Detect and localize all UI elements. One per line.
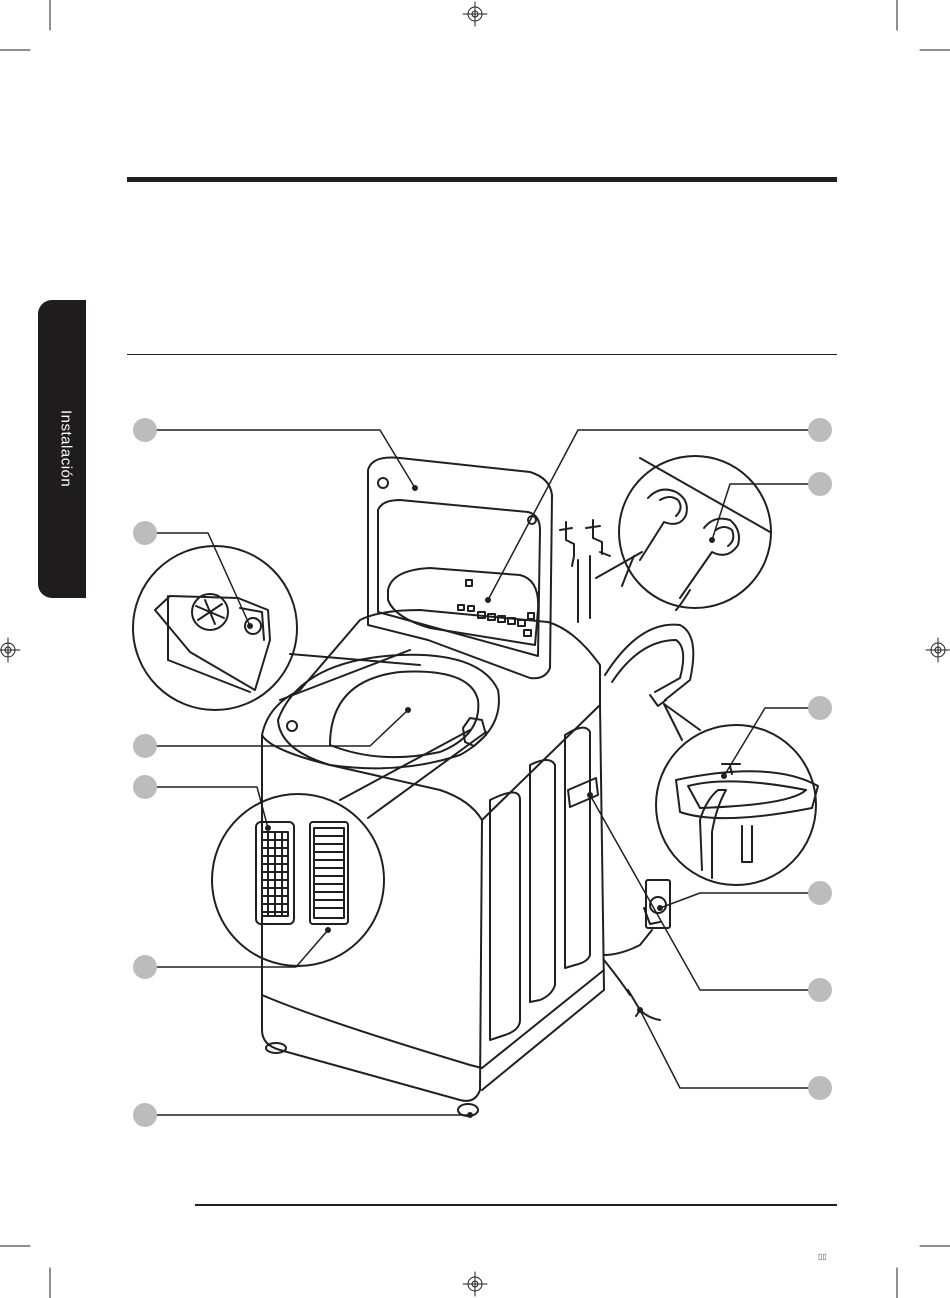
washer-lid [368,458,552,679]
callout-bubble-left-5 [133,955,157,979]
water-taps [560,520,610,622]
detail-inlet-hoses [596,456,771,610]
callout-bubble-right-5 [808,978,832,1002]
callout-bubble-left-2 [133,521,157,545]
callout-leaders [155,430,810,1115]
registration-mark-top [463,2,487,26]
registration-mark-left [0,638,20,662]
wall-outlet [644,880,670,928]
washer-tub-opening [278,655,499,769]
callout-bubble-right-4 [808,881,832,905]
callout-bubble-right-3 [808,696,832,720]
callout-bubble-left-4 [133,775,157,799]
callout-dots [247,485,727,1118]
callout-bubble-right-1 [808,418,832,442]
callout-bubble-right-6 [808,1076,832,1100]
detail-sink [656,704,818,885]
detail-filters [212,730,486,966]
registration-mark-right [926,638,950,662]
callout-bubble-left-3 [133,734,157,758]
callout-bubble-left-6 [133,1103,157,1127]
registration-mark-bottom [463,1272,487,1296]
callout-bubble-left-1 [133,418,157,442]
callout-bubble-right-2 [808,472,832,496]
drain-hose [605,625,693,706]
power-cord [604,930,660,1020]
